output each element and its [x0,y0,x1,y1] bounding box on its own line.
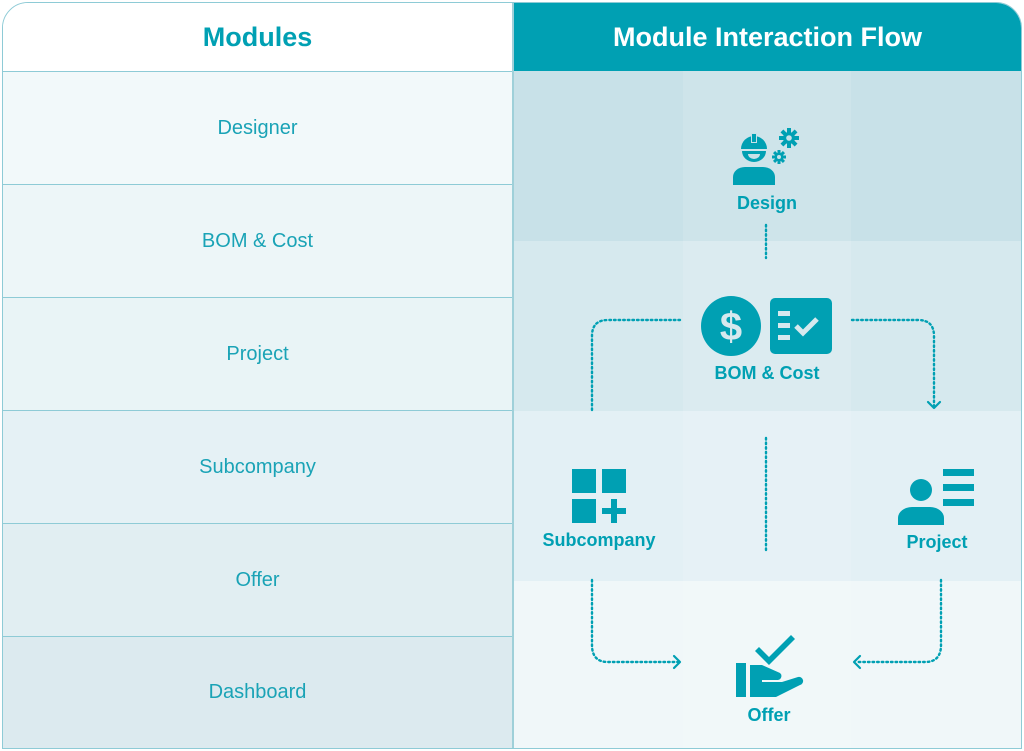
grid-plus-icon [572,469,626,523]
column-divider [512,3,514,748]
module-row: Subcompany [3,411,512,524]
module-label: Offer [235,568,280,591]
module-row: Designer [3,72,512,185]
modules-header: Modules [3,3,512,72]
person-list-icon [898,469,974,525]
node-offer-label: Offer [747,705,791,725]
module-label: Subcompany [199,455,316,478]
modules-title: Modules [202,21,313,52]
node-subcompany-label: Subcompany [542,530,656,550]
node-design: Design [707,127,827,214]
module-row: Offer [3,524,512,637]
flow-band-design [514,71,1021,241]
node-offer: Offer [709,635,829,726]
modules-column: Modules Designer BOM & Cost Project Subc… [3,3,512,748]
flow-band-middle [514,411,1021,581]
module-label: BOM & Cost [201,229,314,252]
node-bom-label: BOM & Cost [714,363,820,383]
module-row: Project [3,298,512,411]
module-row: Dashboard [3,637,512,748]
svg-text:$: $ [720,305,742,349]
module-label: Project [226,342,289,365]
node-project: Project [877,468,997,553]
dollar-checklist-icon: $ [701,296,832,356]
module-row: BOM & Cost [3,185,512,298]
module-label: Designer [217,116,298,139]
node-design-label: Design [736,193,797,213]
node-subcompany: Subcompany [529,468,669,551]
hand-check-icon [736,635,804,697]
flow-column: Module Interaction Flow [514,3,1021,748]
engineer-gears-icon [733,128,799,185]
module-label: Dashboard [208,681,307,703]
node-bom-cost: $ BOM & Cost [687,295,847,384]
flow-title: Module Interaction Flow [613,21,922,52]
flow-header: Module Interaction Flow [514,3,1021,71]
node-project-label: Project [906,532,968,552]
